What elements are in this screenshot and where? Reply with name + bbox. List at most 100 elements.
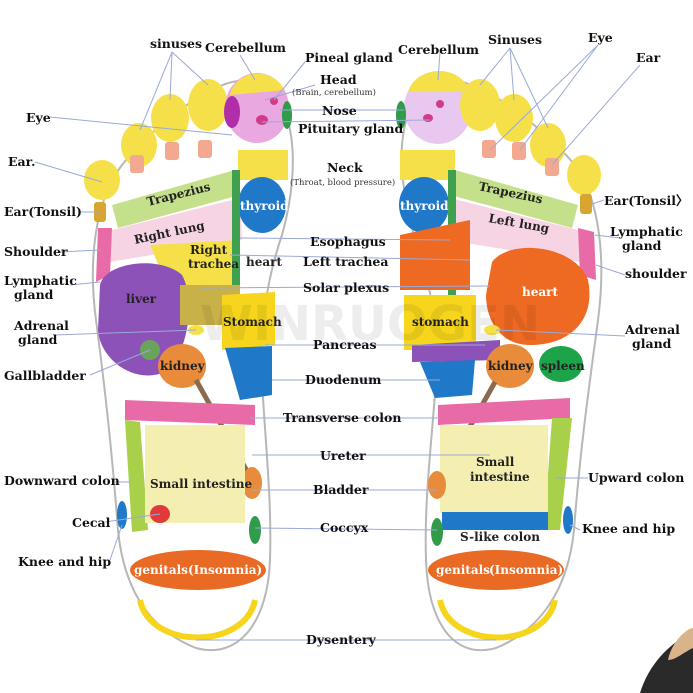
left-spot-1 (130, 155, 144, 173)
label-shoulder-right: shoulder (625, 266, 687, 281)
right-coccyx (431, 518, 443, 546)
label-neck: Neck (327, 160, 363, 175)
right-ear-tonsil-spot (580, 194, 592, 214)
label-nose: Nose (322, 103, 357, 118)
label-lymphatic-right-1: Lymphatic (610, 224, 683, 239)
label-neck-sub: (Throat, blood pressure) (290, 177, 395, 188)
label-cerebellum-right: Cerebellum (398, 42, 479, 57)
outer-labels: sinuses Cerebellum Pineal gland Head (Br… (4, 30, 688, 647)
left-neck (238, 150, 288, 180)
right-stomach (404, 295, 476, 350)
left-pineal-dot (270, 97, 278, 105)
left-shoulder-band (96, 228, 112, 282)
left-coccyx (249, 516, 261, 544)
left-foot: Trapezius Right lung Right trachea thyro… (84, 73, 294, 651)
right-kidney (486, 344, 534, 388)
right-pituitary-spot (423, 114, 433, 122)
right-big-toe-top (408, 70, 470, 92)
left-spot-2 (165, 142, 179, 160)
label-adrenal-left-2: gland (18, 332, 58, 347)
left-knee-hip (117, 501, 127, 529)
label-sinuses-left: sinuses (150, 36, 202, 51)
left-lung-band (110, 198, 242, 262)
right-genitals-label: genitals (436, 563, 490, 577)
left-third-toe (151, 94, 189, 142)
right-heart-label: heart (522, 285, 558, 299)
left-fourth-toe (121, 123, 157, 167)
right-pineal-dot (436, 100, 444, 108)
right-adrenal (484, 325, 500, 335)
right-s-colon-label: S-like colon (460, 530, 540, 544)
label-adrenal-left-1: Adrenal (13, 318, 69, 333)
label-upward-colon: Upward colon (588, 470, 684, 485)
label-eye-left: Eye (26, 110, 51, 125)
left-duodenum (225, 346, 272, 400)
label-lymphatic-left-2: gland (14, 287, 54, 302)
right-duodenum (420, 360, 475, 398)
left-thyroid (238, 177, 286, 233)
left-stomach-label: Stomach (223, 315, 282, 329)
right-spot-1 (482, 140, 496, 158)
right-spleen (539, 346, 583, 382)
right-thyroid (399, 177, 449, 233)
left-stomach (222, 292, 275, 350)
label-solar-plexus: Solar plexus (303, 280, 389, 295)
label-knee-hip-left: Knee and hip (18, 554, 111, 569)
label-knee-hip-right: Knee and hip (582, 521, 675, 536)
left-spot-3 (198, 140, 212, 158)
left-liver-label: liver (126, 292, 157, 306)
left-dysentery-arc (137, 599, 258, 641)
label-gallbladder: Gallbladder (4, 368, 86, 383)
left-big-toe-top (230, 73, 285, 95)
right-upward-colon (544, 418, 572, 530)
right-dysentery-arc (437, 599, 558, 641)
left-genitals-label: genitals (134, 563, 188, 577)
right-bladder (428, 471, 446, 499)
left-kidney (158, 344, 206, 388)
right-neck (400, 150, 455, 180)
right-spleen-label: spleen (541, 359, 585, 373)
right-genitals-area (428, 550, 564, 590)
right-spot-3 (545, 158, 559, 176)
right-little-toe (567, 155, 601, 195)
left-bladder (242, 467, 262, 499)
right-third-toe (495, 94, 533, 142)
left-esophagus-strip (232, 170, 240, 300)
label-pineal-gland: Pineal gland (305, 50, 393, 65)
label-lymphatic-left-1: Lymphatic (4, 273, 77, 288)
left-transverse-colon (125, 400, 255, 425)
right-fourth-toe (530, 123, 566, 167)
label-coccyx: Coccyx (320, 520, 369, 535)
label-adrenal-right-1: Adrenal (624, 322, 680, 337)
label-eye-right: Eye (588, 30, 613, 45)
right-lung-band (448, 198, 580, 262)
left-second-toe (188, 79, 228, 131)
right-trachea-area (400, 220, 470, 290)
left-eye-area (224, 96, 240, 128)
left-trachea-label-1: Right (190, 243, 228, 257)
right-knee-hip (563, 506, 573, 534)
left-kidney-label: kidney (160, 359, 206, 373)
right-shoulder-band (578, 228, 596, 280)
label-lymphatic-right-2: gland (622, 238, 662, 253)
label-pancreas: Pancreas (313, 337, 377, 352)
left-thyroid-label: thyroid (240, 199, 289, 213)
right-thyroid-label: thyroid (400, 199, 449, 213)
right-small-label-1: Small (476, 455, 515, 469)
label-head-sub: (Brain, cerebellum) (292, 87, 376, 98)
right-kidney-label: kidney (488, 359, 534, 373)
label-head: Head (320, 72, 357, 87)
left-small-intestine-label: Small intestine (150, 477, 252, 491)
left-heart-label: heart (246, 255, 282, 269)
label-duodenum: Duodenum (305, 372, 381, 387)
label-bladder: Bladder (313, 482, 369, 497)
label-shoulder-left: Shoulder (4, 244, 68, 259)
label-ear-right: Ear (636, 50, 661, 65)
left-little-toe (84, 160, 120, 200)
left-pituitary-spot (256, 115, 268, 125)
right-stomach-label: stomach (412, 315, 469, 329)
left-trapezius-band (112, 170, 240, 228)
label-ureter: Ureter (320, 448, 366, 463)
right-foot: Trapezius Left lung thyroid heart stomac… (396, 70, 603, 651)
